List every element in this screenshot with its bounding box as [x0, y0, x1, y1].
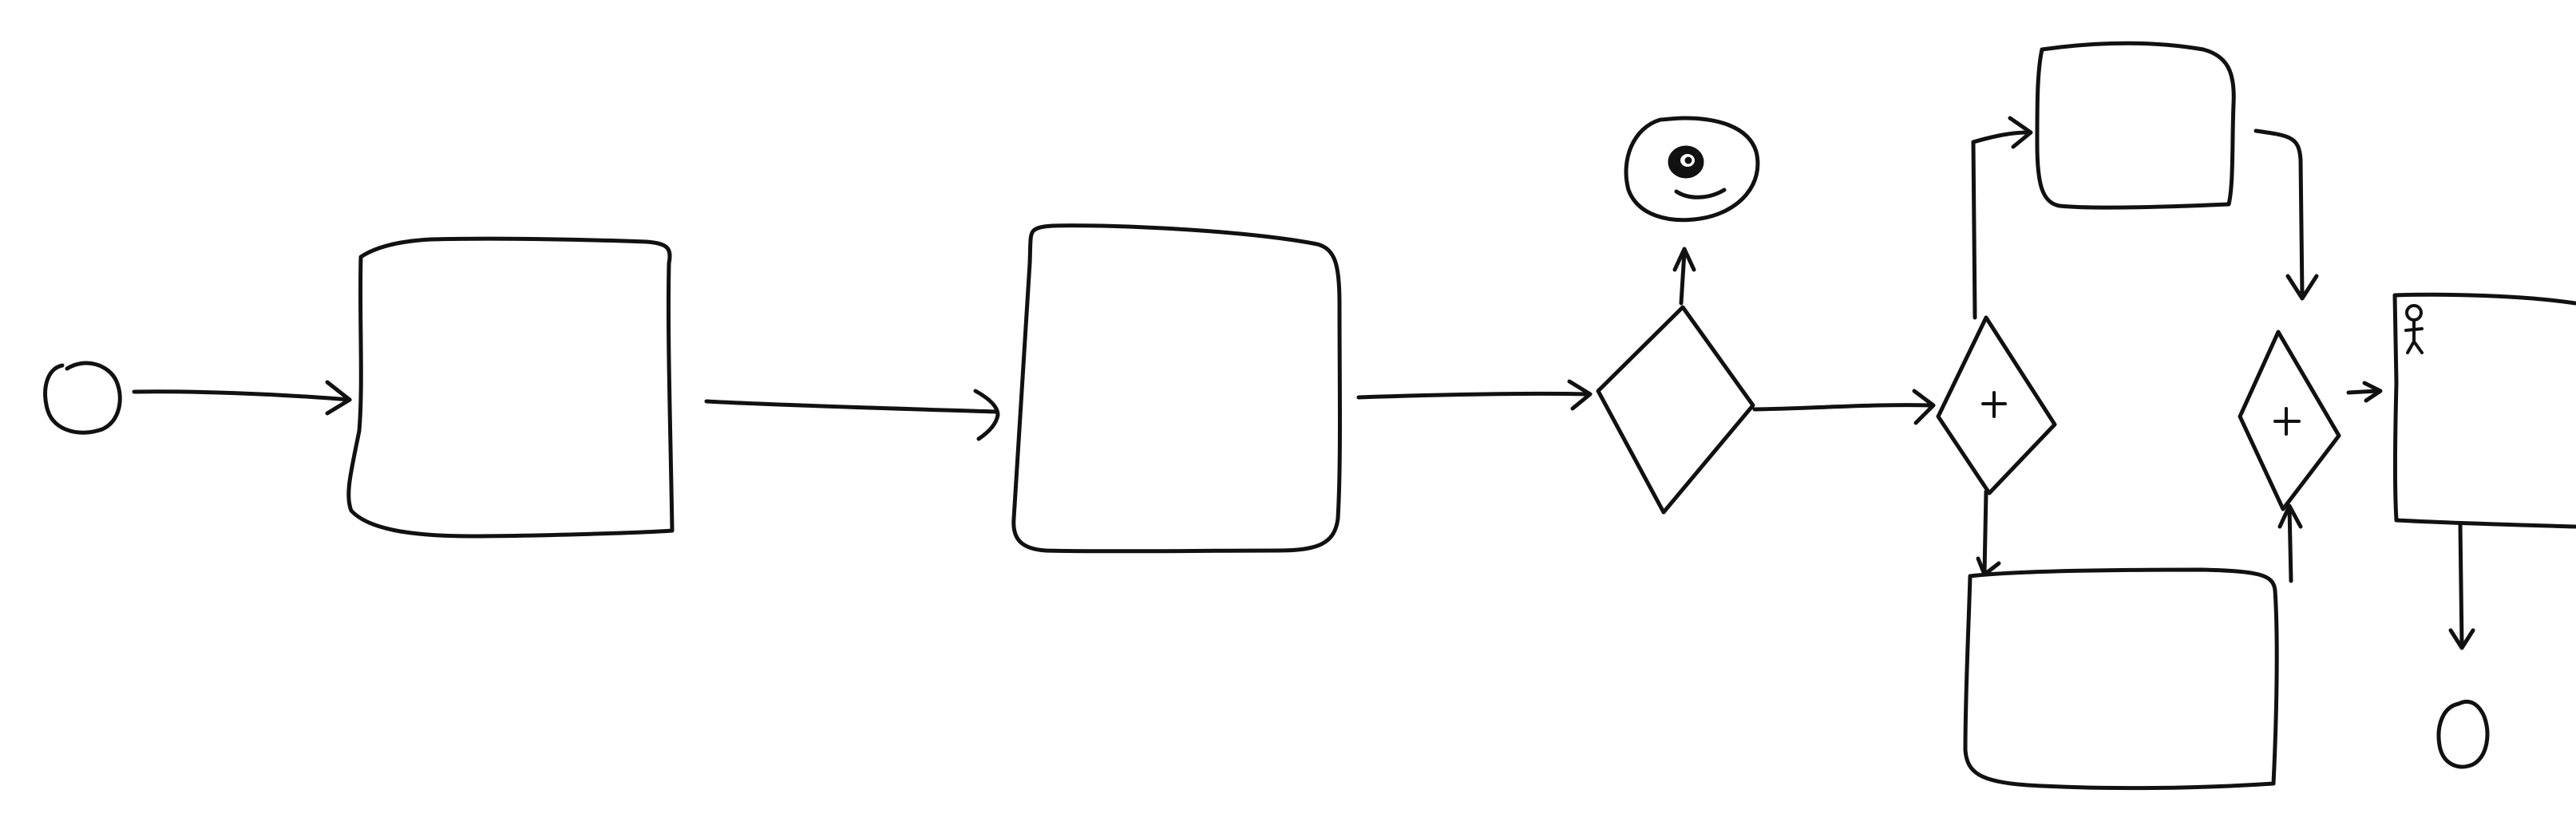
- task-upper-branch: [2035, 41, 2236, 210]
- flow-gateway-to-parallel-split: [1752, 389, 1936, 425]
- flow-start-to-task-1: [132, 380, 352, 416]
- parallel-join-gateway: [2238, 330, 2341, 511]
- flow-task-1-to-task-2: [704, 389, 1000, 441]
- flow-split-to-lower-task: [1976, 489, 2001, 577]
- task-lower-branch: [1963, 567, 2279, 791]
- exclusive-gateway: [1596, 305, 1755, 515]
- flow-upper-task-to-join: [2254, 128, 2319, 301]
- end-event: [2436, 699, 2490, 769]
- person-icon: [2404, 304, 2424, 354]
- start-event: [43, 361, 122, 435]
- task-2: [1011, 223, 1342, 554]
- flow-task-2-to-gateway: [1356, 379, 1593, 411]
- user-task: [2392, 292, 2576, 529]
- flow-join-to-user-task: [2346, 381, 2383, 403]
- flow-gateway-to-intermediate-event: [1672, 247, 1696, 306]
- task-1: [346, 236, 675, 539]
- parallel-split-gateway: [1936, 315, 2057, 495]
- flow-lower-task-to-join: [2277, 503, 2303, 583]
- flow-user-task-to-end: [2448, 523, 2475, 650]
- intermediate-event: [1624, 116, 1760, 223]
- flow-split-to-upper-task: [1971, 116, 2033, 320]
